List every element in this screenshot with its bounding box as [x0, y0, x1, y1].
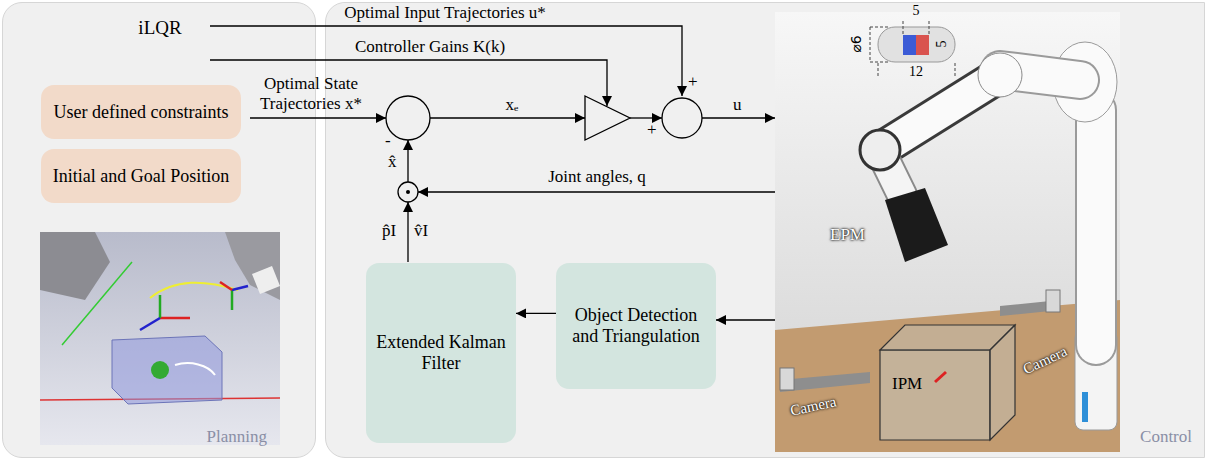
magnet-pole	[903, 35, 916, 55]
box-label: User defined constraints	[46, 98, 237, 127]
signal-line	[430, 117, 585, 118]
internal-magnet	[935, 372, 946, 382]
part-label: IPM	[892, 374, 922, 394]
part-label: EPM	[830, 225, 865, 245]
process-box: Initial and Goal Position	[41, 149, 241, 203]
glass-tank	[880, 350, 990, 440]
camera-body	[1046, 290, 1060, 312]
robot-elbow	[978, 53, 1022, 97]
external-magnet	[885, 188, 948, 262]
robot-link-render	[225, 232, 280, 300]
signal-line	[407, 140, 408, 182]
signal-label: u	[733, 95, 742, 115]
frame-axis	[159, 295, 162, 318]
box-label: Extended Kalman Filter	[366, 328, 516, 377]
signal-label: Joint angles, q	[546, 167, 648, 187]
camera-body	[780, 368, 794, 390]
robot-stripe	[1082, 392, 1088, 422]
signal-line	[702, 117, 775, 118]
signal-label: xₑ	[506, 95, 519, 115]
motion-arc	[175, 363, 215, 375]
box-label: Initial and Goal Position	[45, 162, 237, 191]
frame-axis	[160, 317, 190, 320]
signal-line	[407, 202, 408, 262]
process-box: Extended Kalman Filter	[366, 263, 516, 443]
signal-label: +	[688, 72, 698, 92]
signal-label: p̂I	[382, 221, 396, 241]
signal-label: Controller Gains K(k)	[353, 37, 507, 57]
signal-line	[716, 319, 775, 320]
capsule-outline	[878, 27, 955, 62]
robot-link	[1077, 110, 1115, 345]
dimension-label: 12	[909, 64, 923, 80]
end-effector-render	[252, 266, 280, 294]
robot-link-render	[40, 232, 110, 300]
signal-line	[418, 191, 775, 192]
process-box: User defined constraints	[41, 85, 241, 139]
trajectory-curve	[150, 283, 238, 298]
arrow-connector	[516, 313, 556, 314]
signal-label: +	[647, 120, 657, 140]
robot-wrist	[860, 130, 900, 170]
signal-line	[630, 117, 662, 118]
dimension-line	[903, 21, 929, 34]
robot-link	[1075, 110, 1117, 345]
product-junction	[398, 182, 418, 202]
axis-line	[62, 262, 132, 345]
frame-axis	[220, 282, 232, 290]
render-background	[40, 232, 280, 445]
signal-line	[250, 117, 386, 118]
frame-axis	[140, 318, 160, 330]
signal-label: x̂	[388, 152, 397, 172]
scene-background	[775, 12, 1120, 452]
process-box: Object Detection and Triangulation	[556, 263, 716, 389]
signal-label: Optimal Input Trajectories u*	[342, 3, 548, 23]
box-label: Object Detection and Triangulation	[556, 301, 716, 350]
glass-tank	[990, 325, 1015, 440]
signal-label: Optimal State Trajectories x*	[252, 74, 370, 113]
magnet-pole	[916, 35, 929, 55]
product-dot	[406, 190, 410, 194]
difference-junction	[386, 96, 430, 140]
panel-heading: iLQR	[138, 17, 181, 39]
signal-label: -	[385, 131, 391, 151]
panel-title: Control	[1140, 427, 1192, 447]
signal-label: v̂I	[414, 221, 428, 241]
panel-title: Planning	[207, 427, 267, 447]
dimension-label: ⌀6	[848, 35, 864, 52]
target-sphere	[151, 361, 169, 379]
frame-axis	[231, 290, 234, 310]
table-top	[775, 300, 1120, 452]
sum-junction	[662, 98, 702, 138]
dimension-label: 5	[913, 3, 920, 19]
frame-axis	[232, 286, 248, 290]
workspace-box	[112, 336, 222, 404]
dimension-line	[870, 27, 890, 62]
dimension-label: 5	[934, 41, 950, 48]
